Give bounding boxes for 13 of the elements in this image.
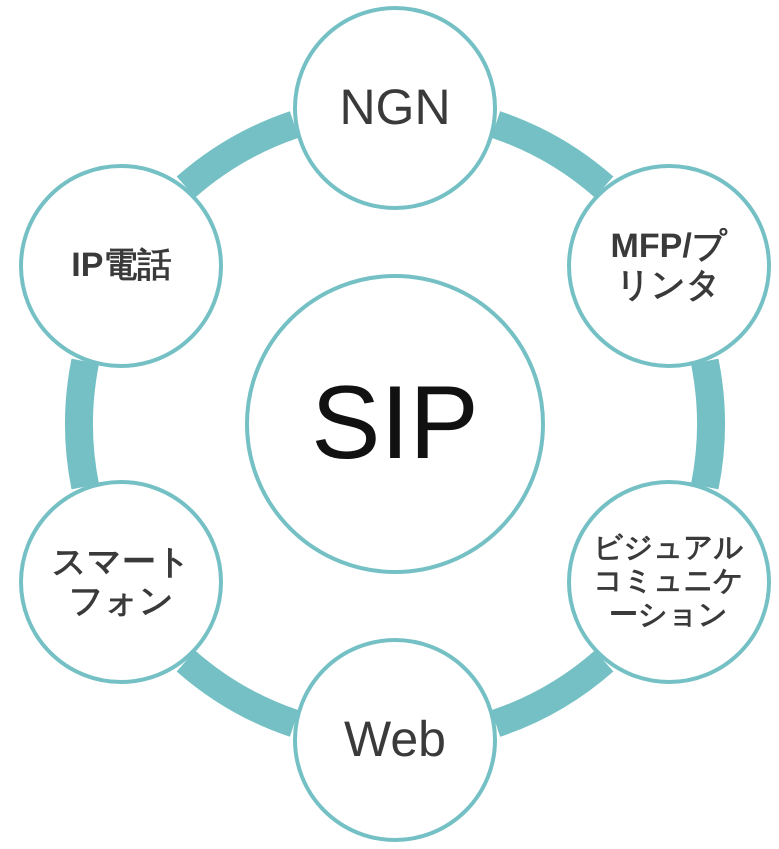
circle-label: NGN [339,79,451,137]
ring-connector [65,359,100,489]
circle-label: ビジュアルコミュニケーション [592,532,745,632]
circle-label: IP電話 [70,246,172,286]
ring-connector [490,650,613,737]
ring-connector [177,650,300,737]
ring-connector [490,111,613,198]
circle-label: Web [344,711,446,769]
ring-connector [690,359,725,489]
ring-connector [177,111,300,198]
circle-label: スマートフォン [50,542,192,622]
circle-label: SIP [311,364,479,484]
circle-label: MFP/プリンタ [610,226,728,306]
